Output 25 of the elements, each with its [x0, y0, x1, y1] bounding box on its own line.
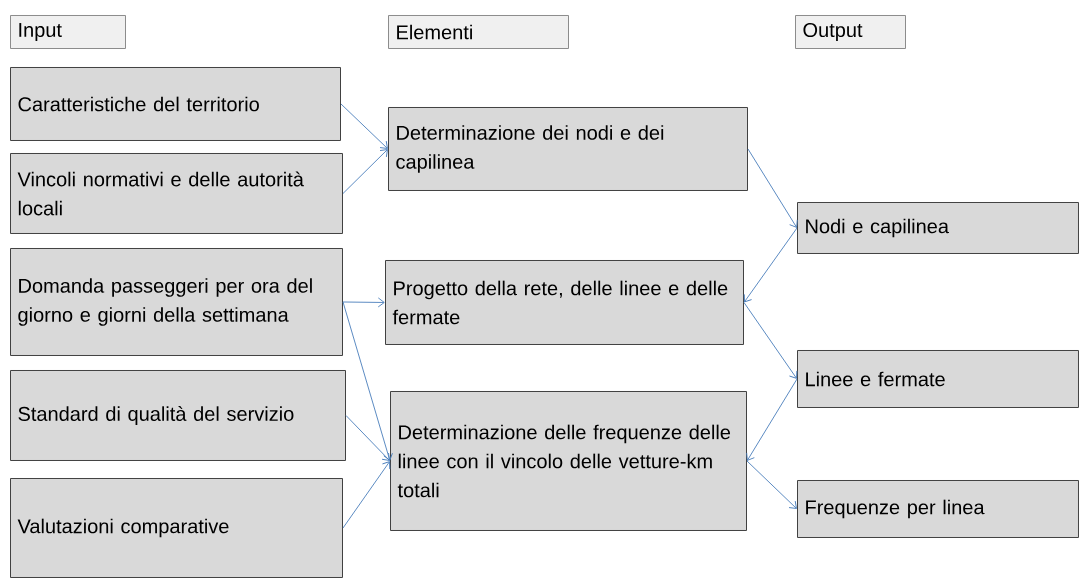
- arrow: [743, 302, 798, 379]
- arrow: [342, 301, 393, 461]
- process-box: Determinazione delle frequenze delle linee con il vincolo delle vetture-km totali: [390, 391, 747, 531]
- arrow: [342, 461, 391, 529]
- header-box: Output: [795, 15, 906, 49]
- process-box: Nodi e capilinea: [797, 202, 1079, 254]
- process-box: Caratteristiche del territorio: [10, 67, 341, 141]
- arrow: [746, 460, 797, 509]
- arrow: [342, 149, 388, 194]
- arrow: [747, 148, 798, 228]
- arrow: [340, 103, 388, 149]
- process-box: Linee e fermate: [797, 350, 1079, 408]
- process-box: Determinazione dei nodi e dei capilinea: [388, 107, 748, 191]
- arrow: [342, 297, 385, 308]
- arrow: [345, 415, 390, 461]
- header-box: Input: [10, 15, 126, 49]
- header-box: Elementi: [388, 15, 569, 49]
- arrow: [743, 227, 798, 303]
- process-box: Progetto della rete, delle linee e delle fermate: [385, 260, 744, 345]
- arrow: [746, 378, 798, 461]
- process-box: Vincoli normativi e delle autorità locali: [10, 153, 343, 234]
- process-box: Domanda passeggeri per ora del giorno e giorni della settimana: [10, 248, 343, 356]
- process-box: Standard di qualità del servizio: [10, 370, 346, 461]
- process-box: Valutazioni comparative: [10, 478, 343, 578]
- process-box: Frequenze per linea: [797, 480, 1079, 538]
